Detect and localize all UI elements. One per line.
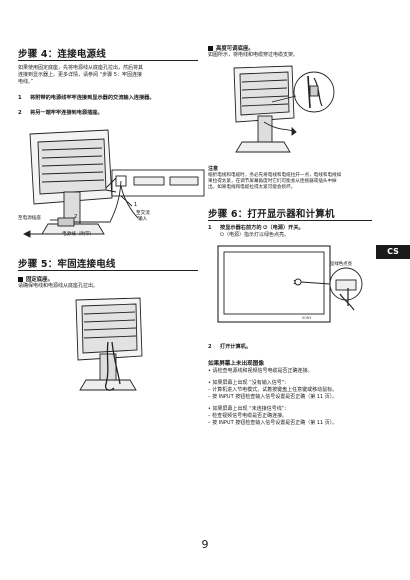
fixed-stand-heading: 固定底座。: [18, 275, 53, 283]
step4-item-text: 将另一端牢牢连接到电源插座。: [30, 110, 103, 116]
power-cord-connection-figure: 1 至交流 输入 2: [22, 129, 205, 238]
step6-item-1: 1 按显示器右前方的 ⏻（电源）开关。: [208, 225, 378, 232]
step4-item-1: 1 将附带的电源线牢牢连接到显示器的交流输入连接器。: [18, 95, 208, 102]
troubleshoot-item: • 请检查电源线和视频信号电缆是否正确连接。: [208, 368, 313, 374]
callout-2: 2: [74, 214, 77, 220]
callout-1: 1: [134, 202, 137, 208]
figure-callout-number: 1: [293, 280, 296, 286]
step6-item-number: 2: [208, 344, 212, 350]
ac-in-label: 至交流: [136, 209, 150, 216]
note-line: 缩折电线和电缆时，务必先将电线和电缆拉开一点，电线和电线如: [208, 173, 342, 178]
step6-item-1-note: ⏻（电源）指示灯以绿色点亮。: [220, 232, 289, 238]
step4-intro-line: 如果使用固定底座，先将电源线从底座孔拉出，然后将其: [18, 65, 144, 71]
troubleshoot-subitem: – 检查视频信号电缆是否正确连接。: [208, 413, 288, 419]
step4-intro-line: 连接到显示器上。更多详情，请参阅 “步骤 5：牢固连接: [18, 72, 142, 78]
cord-label: 电源线（附带）: [62, 232, 95, 237]
note-line: 出。如果电线和电缆拉得太紧可能会损坏。: [208, 185, 296, 190]
troubleshoot-subitem: – 按 INPUT 按钮检查输入信号设置是否正确（第 11 页）。: [208, 420, 338, 426]
step4-rule: [18, 60, 198, 61]
note-line: 果拉得太紧，在调节屏幕角度时它们可能会从连接器或插头中掉: [208, 179, 337, 184]
step4-intro-line: 电线。”: [18, 79, 34, 85]
troubleshoot-item: • 如果屏幕上出现 “未连接信号线”：: [208, 406, 290, 412]
step5-title: 步骤 5：牢固连接电线: [18, 259, 116, 270]
step6-item-text: 按显示器右前方的 ⏻（电源）开关。: [220, 225, 304, 231]
troubleshoot-subitem: – 计算机进入节电模式。试着按键盘上任意键或移动鼠标。: [208, 387, 338, 393]
outlet-label: 至电源插座: [18, 216, 41, 221]
monitor-front-figure: 呈绿色点亮 SONY 1: [217, 245, 363, 323]
step4-item-text: 将附带的电源线牢牢连接到显示器的交流输入连接器。: [30, 95, 155, 101]
step4-item-number: 2: [18, 110, 22, 116]
step6-rule: [208, 220, 372, 221]
square-bullet-icon: [18, 276, 23, 282]
step6-item-2: 2 打开计算机。: [208, 344, 251, 351]
fixed-stand-text: 请确保电线和电源线从底座孔拉出。: [18, 283, 99, 289]
step6-item-number: 1: [208, 225, 212, 231]
step4-title: 步骤 4：连接电源线: [18, 49, 106, 60]
step4-item-2: 2 将另一端牢牢连接到电源插座。: [18, 110, 208, 117]
troubleshoot-item: • 如果屏幕上出现 “没有输入信号”：: [208, 380, 290, 386]
height-adjust-heading: 高度可调底座。: [208, 44, 254, 52]
height-adjust-stand-figure: [233, 65, 335, 153]
ac-in-label: 输入: [138, 215, 148, 222]
step5-rule: [18, 270, 198, 271]
troubleshoot-subitem: – 按 INPUT 按钮检查输入信号设置是否正确（第 11 页）。: [208, 394, 338, 400]
square-bullet-icon: [208, 45, 213, 51]
height-adjust-title: 高度可调底座。: [216, 46, 254, 52]
step4-item-number: 1: [18, 95, 22, 101]
step4-intro: 如果使用固定底座，先将电源线从底座孔拉出，然后将其 连接到显示器上。更多详情，请…: [18, 65, 204, 86]
fixed-stand-title: 固定底座。: [26, 277, 53, 283]
note-text: 缩折电线和电缆时，务必先将电线和电缆拉开一点，电线和电线如 果拉得太紧，在调节屏…: [208, 173, 396, 191]
green-light-callout: 呈绿色点亮: [330, 260, 353, 267]
step6-title: 步骤 6：打开显示器和计算机: [208, 209, 335, 220]
note-title: 注意: [208, 166, 219, 172]
troubleshoot-title: 如果屏幕上未出现图像: [208, 361, 264, 367]
fixed-stand-figure: [75, 297, 143, 391]
page-number: 9: [201, 538, 209, 551]
brand-logo: SONY: [302, 316, 312, 320]
step6-item-text: 打开计算机。: [220, 344, 252, 350]
height-adjust-text: 如图所示，将电线和电缆穿过电缆支架。: [208, 52, 299, 58]
language-tab: CS: [376, 245, 410, 259]
troubleshoot-list: • 请检查电源线和视频信号电缆是否正确连接。 • 如果屏幕上出现 “没有输入信号…: [208, 368, 398, 427]
